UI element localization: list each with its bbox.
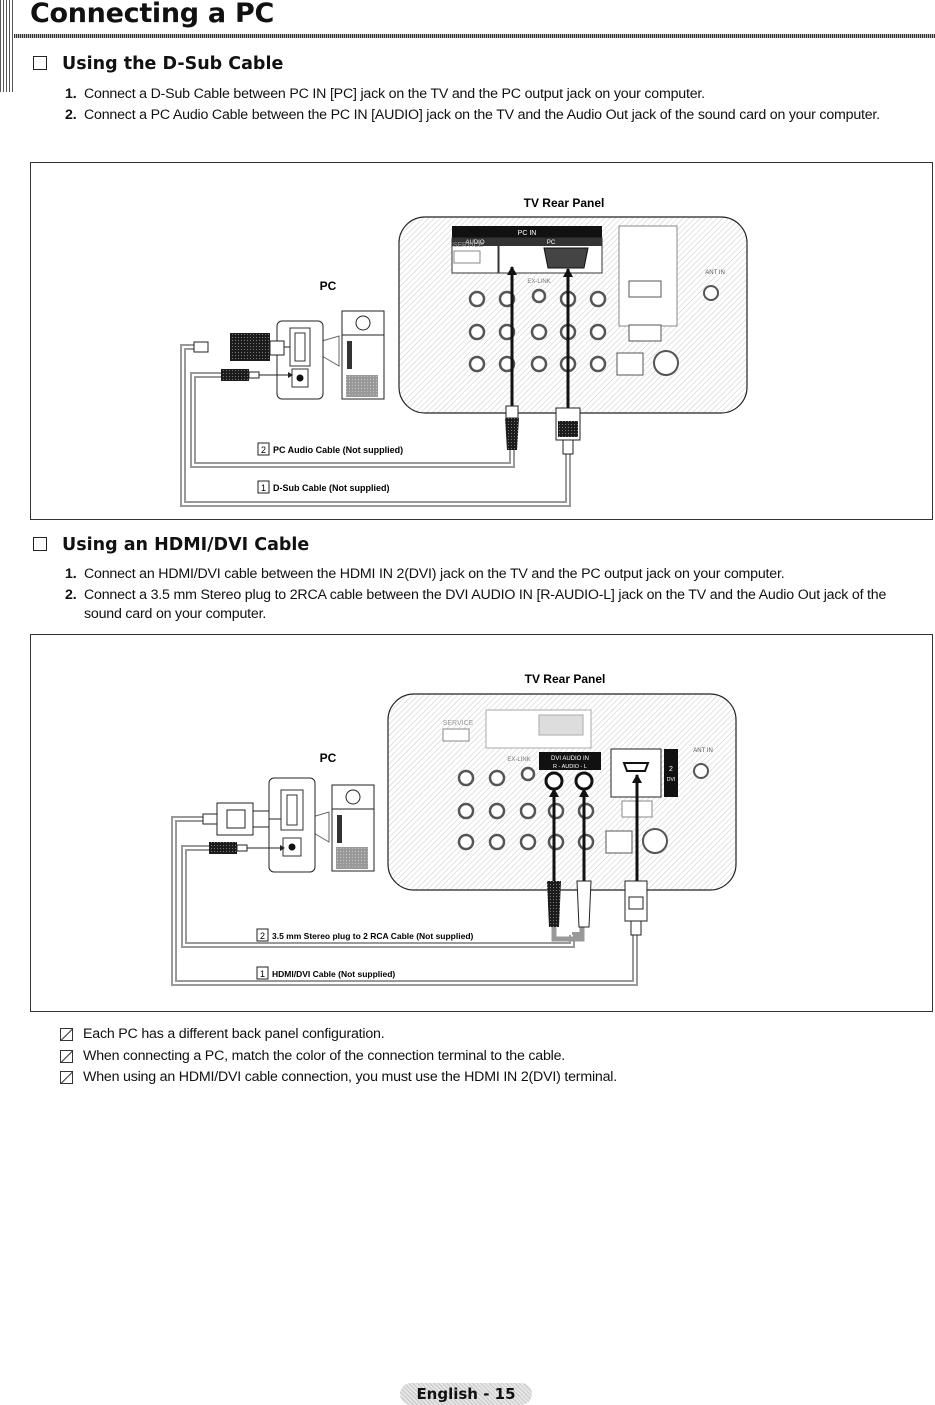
pc-tower-icon <box>341 310 385 400</box>
cable-label-text: 3.5 mm Stereo plug to 2 RCA Cable (Not s… <box>272 931 474 941</box>
steps-hdmi: 1. Connect an HDMI/DVI cable between the … <box>54 565 924 626</box>
hdmi-dvi-label: DVI <box>667 777 675 783</box>
dvi-audio-in-label: DVI AUDIO IN <box>551 756 589 762</box>
step-text: Connect a D-Sub Cable between PC IN [PC]… <box>84 86 705 102</box>
section-heading-dsub: Using the D-Sub Cable <box>33 54 283 74</box>
component-jacks <box>468 288 607 373</box>
hdmi-number: 2 <box>669 766 673 773</box>
diagram-dsub: TV Rear Panel PC IN AUDIO PC SERVICE ANT… <box>30 162 933 520</box>
step-item: 1. Connect an HDMI/DVI cable between the … <box>54 565 924 584</box>
note-icon <box>60 1028 73 1041</box>
cable-lines <box>171 774 648 986</box>
hdmi-connection-diagram: TV Rear Panel SERVICE EX-LINK DVI AUDIO … <box>171 672 737 986</box>
section-heading-hdmi: Using an HDMI/DVI Cable <box>33 535 309 555</box>
vga-port-icon <box>543 247 589 269</box>
note-item: Each PC has a different back panel confi… <box>60 1024 617 1046</box>
audio-port-label: AUDIO <box>465 240 484 246</box>
page-header: Connecting a PC <box>0 0 935 92</box>
cable-number: 2 <box>261 445 266 455</box>
cable-label-2: 2 PC Audio Cable (Not supplied) <box>257 442 403 456</box>
antenna-jack-icon <box>703 285 719 301</box>
cable-label-1: 1 D-Sub Cable (Not supplied) <box>257 480 390 494</box>
step-item: 1. Connect a D-Sub Cable between PC IN [P… <box>54 85 899 104</box>
cable-label-1: 1 HDMI/DVI Cable (Not supplied) <box>256 966 395 980</box>
antenna-jack-icon <box>693 763 709 779</box>
step-number: 2. <box>65 107 77 123</box>
pc-in-label: PC IN <box>518 230 537 237</box>
cable-label-text: HDMI/DVI Cable (Not supplied) <box>272 969 395 979</box>
pc-back-panel-zoom <box>276 320 340 400</box>
page-title: Connecting a PC <box>30 0 274 29</box>
step-text: Connect a 3.5 mm Stereo plug to 2RCA cab… <box>84 587 887 622</box>
checkbox-icon <box>33 537 47 551</box>
cable-number: 1 <box>261 483 266 493</box>
cable-label-text: PC Audio Cable (Not supplied) <box>273 445 403 455</box>
cable-number: 1 <box>260 969 265 979</box>
steps-dsub: 1. Connect a D-Sub Cable between PC IN [P… <box>54 85 899 127</box>
step-item: 2. Connect a 3.5 mm Stereo plug to 2RCA c… <box>54 586 924 624</box>
step-text: Connect an HDMI/DVI cable between the HD… <box>84 566 785 582</box>
ant-in-label: ANT IN <box>693 748 713 754</box>
dsub-plug-icon <box>230 333 270 361</box>
step-number: 2. <box>65 587 77 603</box>
component-jacks <box>457 766 595 851</box>
checkbox-icon <box>33 56 47 70</box>
step-text: Connect a PC Audio Cable between the PC … <box>84 107 880 123</box>
dsub-connection-diagram: TV Rear Panel PC IN AUDIO PC SERVICE ANT… <box>180 196 748 507</box>
title-rule <box>14 34 935 38</box>
audio-plug-icon <box>209 842 237 854</box>
section-heading-text: Using an HDMI/DVI Cable <box>62 535 310 555</box>
step-number: 1. <box>65 566 77 582</box>
ant-in-label: ANT IN <box>705 270 725 276</box>
step-number: 1. <box>65 86 77 102</box>
section-heading-text: Using the D-Sub Cable <box>62 54 284 74</box>
side-stripes <box>0 0 14 92</box>
pc-in-header <box>452 226 602 238</box>
exlink-label: EX-LINK <box>507 757 530 763</box>
page-footer: English - 15 <box>400 1383 532 1405</box>
step-item: 2. Connect a PC Audio Cable between the P… <box>54 106 899 125</box>
note-text: Each PC has a different back panel confi… <box>83 1026 385 1042</box>
pc-label: PC <box>320 751 337 765</box>
tv-rear-panel: SERVICE EX-LINK DVI AUDIO IN R - AUDIO -… <box>387 693 737 891</box>
note-icon <box>60 1049 73 1063</box>
audio-l-jack-icon <box>574 771 594 791</box>
cable-number: 2 <box>260 931 265 941</box>
cable-label-text: D-Sub Cable (Not supplied) <box>273 483 390 493</box>
pc-label: PC <box>320 279 337 293</box>
cable-lines <box>180 266 581 507</box>
diagram-hdmi: TV Rear Panel SERVICE EX-LINK DVI AUDIO … <box>30 634 933 1012</box>
note-text: When connecting a PC, match the color of… <box>83 1047 566 1064</box>
tv-rear-panel-label: TV Rear Panel <box>525 672 606 686</box>
pc-back-panel-zoom <box>268 777 330 873</box>
pc-tower-icon <box>331 784 375 872</box>
dvi-audio-in-header <box>539 752 601 770</box>
tv-rear-panel: PC IN AUDIO PC SERVICE ANT IN EX-LINK <box>398 216 748 414</box>
hdmi-port-icon <box>628 280 662 298</box>
tv-rear-panel-label: TV Rear Panel <box>524 196 605 210</box>
r-audio-l-label: R - AUDIO - L <box>553 764 587 770</box>
note-icon <box>60 1071 73 1084</box>
service-label: SERVICE <box>443 720 474 727</box>
exlink-label: EX-LINK <box>527 279 550 285</box>
audio-plug-icon <box>221 369 249 381</box>
note-text: When using an HDMI/DVI cable connection,… <box>83 1069 617 1085</box>
hdmi-port-icon <box>628 324 662 342</box>
note-item: When using an HDMI/DVI cable connection,… <box>60 1067 617 1089</box>
note-item: When connecting a PC, match the color of… <box>60 1046 617 1068</box>
pc-port-label: PC <box>547 240 556 246</box>
notes-list: Each PC has a different back panel confi… <box>60 1024 617 1089</box>
service-label: SERVICE <box>453 242 484 249</box>
hdmi-port-icon <box>622 762 650 772</box>
audio-r-jack-icon <box>544 771 564 791</box>
cable-label-2: 2 3.5 mm Stereo plug to 2 RCA Cable (Not… <box>256 928 474 942</box>
